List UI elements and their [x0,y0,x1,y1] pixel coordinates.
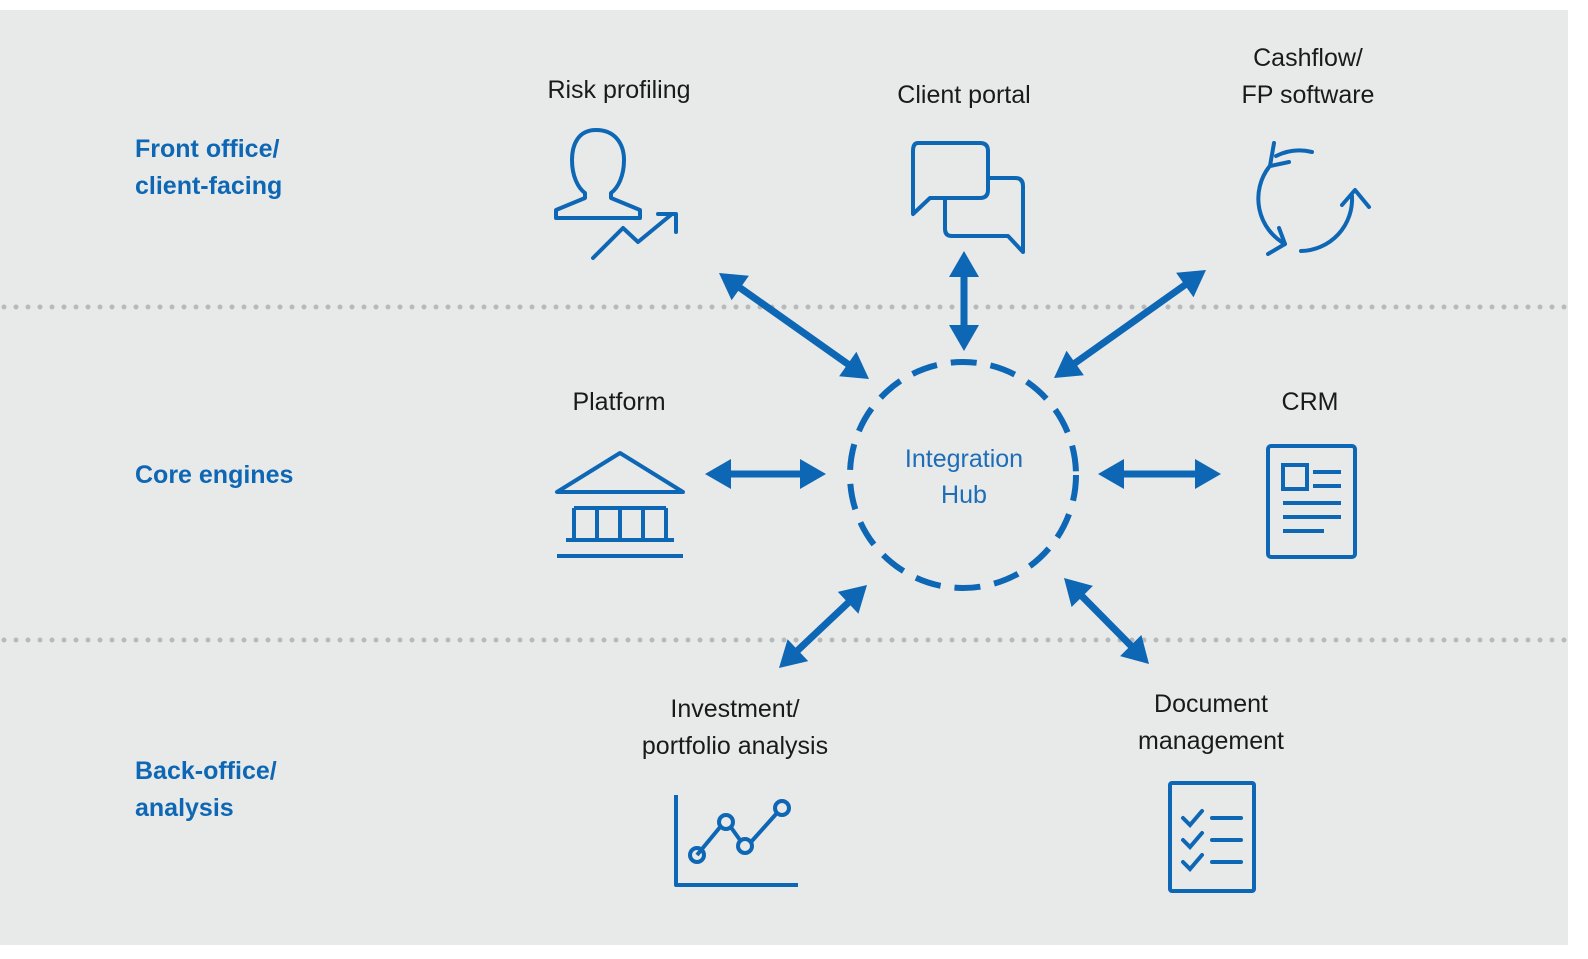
chat-bubbles-icon [911,141,1025,254]
arrow-document [1064,578,1149,664]
arrow-cashflow [1054,270,1206,378]
integration-hub-circle [847,359,1079,591]
checklist-document-icon [1168,781,1256,893]
contact-card-icon [1266,444,1357,559]
person-trend-icon [554,128,678,260]
node-label-investment: Investment/ portfolio analysis [641,695,829,760]
line-chart-icon [674,795,798,887]
tier-label-back-office: Back-office/ analysis [135,757,277,822]
arrow-risk-profiling [719,273,869,379]
arrow-client-portal [949,251,979,351]
node-label-platform: Platform [572,388,666,416]
integration-hub-label: Integration Hub [904,445,1024,509]
arrow-investment [779,585,867,668]
refresh-cycle-icon [1256,141,1371,256]
arrow-crm [1098,459,1221,489]
bank-building-icon [555,451,685,558]
node-label-client-portal: Client portal [897,81,1031,109]
tier-label-front-office: Front office/ client-facing [135,135,283,200]
tier-label-core-engines: Core engines [135,461,294,489]
node-label-risk-profiling: Risk profiling [547,76,691,104]
node-label-cashflow: Cashflow/ FP software [1241,44,1375,109]
arrow-platform [705,459,826,489]
node-label-document: Document management [1138,690,1284,755]
node-label-crm: CRM [1281,388,1339,416]
